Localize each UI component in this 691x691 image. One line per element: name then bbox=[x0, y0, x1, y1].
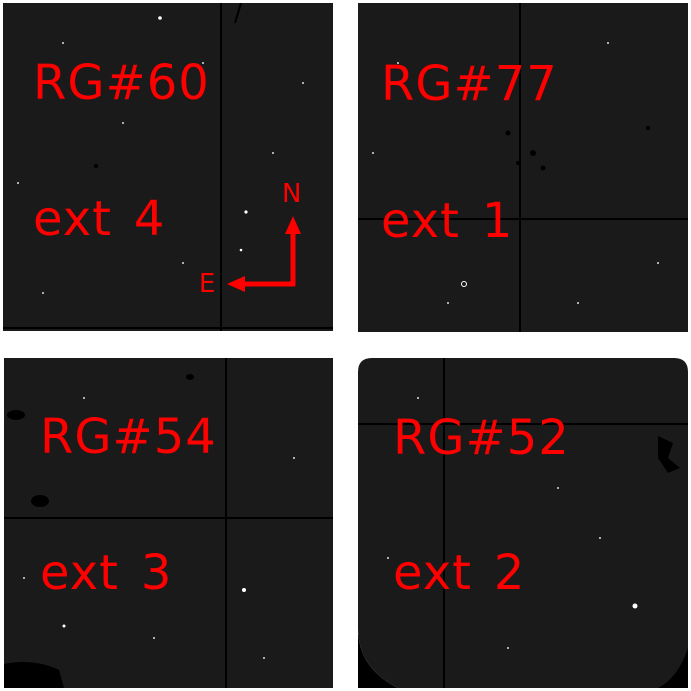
field-name-label: RG#60 bbox=[33, 55, 210, 111]
extension-word: ext bbox=[393, 545, 472, 601]
starfield-image bbox=[3, 3, 333, 331]
starfield-image bbox=[358, 3, 688, 332]
extension-number: 4 bbox=[133, 191, 166, 247]
extension-number: 1 bbox=[481, 193, 514, 249]
compass-rose: N E bbox=[193, 178, 323, 308]
east-label: E bbox=[199, 269, 216, 299]
north-label: N bbox=[282, 179, 302, 209]
field-name-label: RG#52 bbox=[393, 410, 570, 466]
extension-word: ext bbox=[381, 193, 460, 249]
starfield-image bbox=[358, 358, 688, 688]
starfield-image bbox=[4, 358, 333, 688]
extension-word: ext bbox=[33, 191, 112, 247]
extension-number: 3 bbox=[140, 545, 173, 601]
field-name-label: RG#54 bbox=[40, 409, 217, 465]
extension-word: ext bbox=[40, 545, 119, 601]
extension-number: 2 bbox=[493, 545, 526, 601]
field-name-label: RG#77 bbox=[381, 56, 558, 112]
compass-arrows-icon bbox=[227, 216, 301, 292]
